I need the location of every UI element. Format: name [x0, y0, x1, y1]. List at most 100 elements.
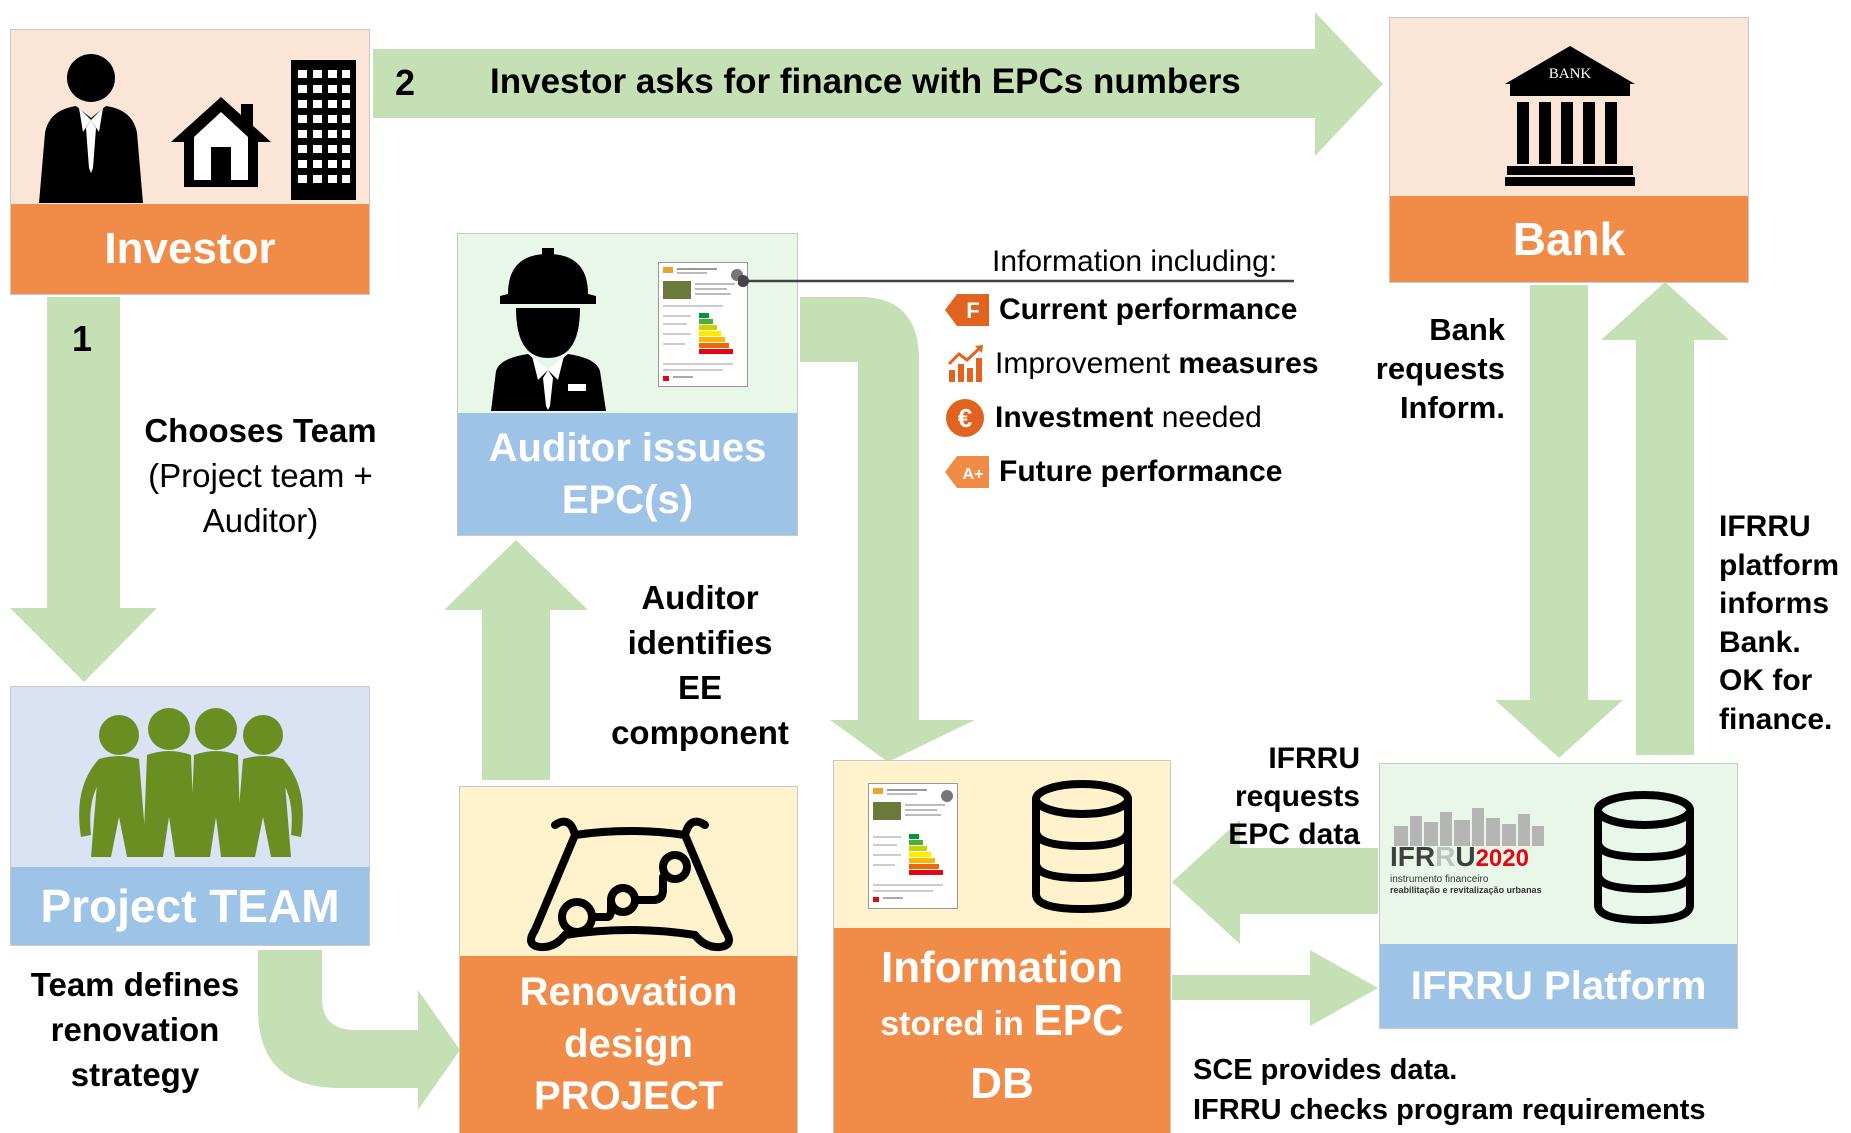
sce-provides-text: SCE provides data. IFRRU checks program …	[1193, 1050, 1705, 1130]
engineer-icon	[491, 248, 606, 411]
arrow-investor-to-bank	[373, 12, 1383, 156]
bank-box: BANK Bank	[1389, 17, 1749, 283]
rating-a-plus-icon: A+	[945, 456, 989, 488]
epc-certificate-icon	[658, 262, 748, 387]
step-1-number: 1	[72, 318, 93, 359]
ifrru-informs-line2: platform	[1719, 548, 1839, 582]
info-item-improvement: Improvement measures	[945, 344, 1319, 384]
ifrru-logo-year: 2020	[1475, 845, 1529, 872]
rating-f-icon: F	[945, 294, 989, 326]
arrow-auditor-to-epcdb	[800, 297, 975, 762]
auditor-identifies-line4: component	[611, 714, 789, 751]
renovation-label-line2: design	[564, 1022, 693, 1066]
info-item-3-bold: Future performance	[999, 455, 1283, 488]
chooses-team-sub2: Auditor)	[202, 502, 319, 539]
arrow-ifrru-to-epcdb	[1172, 820, 1378, 944]
svg-text:F: F	[966, 298, 979, 323]
info-item-current-performance: F Current performance	[945, 290, 1297, 330]
database-icon	[1032, 780, 1132, 914]
info-item-0-bold: Current performance	[999, 293, 1298, 326]
building-icon	[291, 60, 356, 200]
investor-box: Investor	[10, 29, 370, 295]
info-callout-line	[738, 275, 1294, 287]
bank-requests-line3: Inform.	[1399, 390, 1505, 425]
epc-db-label: Information stored in EPC DB	[834, 928, 1170, 1133]
chooses-team-sub1: (Project team +	[148, 457, 373, 494]
ifrru-informs-line6: finance.	[1719, 702, 1833, 736]
renovation-label: Renovation design PROJECT	[460, 956, 797, 1133]
auditor-identifies-line1: Auditor	[641, 579, 759, 616]
info-item-investment: € Investment needed	[945, 398, 1262, 438]
ifrru-requests-line1: IFRRU	[1268, 742, 1360, 775]
database-icon	[1594, 791, 1694, 925]
arrow-investor-to-team	[10, 297, 157, 682]
epc-db-label-line2b: EPC	[1033, 996, 1124, 1045]
info-item-1-normal: Improvement	[995, 347, 1179, 380]
blueprint-icon	[527, 817, 733, 952]
info-item-1-bold: measures	[1178, 347, 1319, 380]
team-icon	[79, 708, 303, 857]
renovation-label-line3: PROJECT	[534, 1074, 723, 1118]
ifrru-requests-line3: EPC data	[1228, 818, 1360, 851]
svg-text:A+: A+	[963, 466, 984, 483]
bank-sign: BANK	[1549, 66, 1592, 82]
ifrru-informs-line1: IFRRU	[1719, 510, 1811, 543]
auditor-label-line2: EPC(s)	[561, 478, 694, 522]
ifrru-logo-u: U	[1455, 841, 1476, 872]
city-skyline-icon	[1394, 808, 1544, 846]
ifrru-logo-line1: instrumento financeiro	[1390, 874, 1489, 885]
epc-db-label-line3: DB	[970, 1059, 1034, 1108]
auditor-identifies-line3: EE	[677, 669, 723, 706]
project-team-box: Project TEAM	[10, 686, 370, 946]
house-icon	[171, 97, 271, 187]
epc-db-label-line1: Information	[881, 943, 1123, 992]
investor-label: Investor	[11, 204, 369, 294]
auditor-box: Auditor issues EPC(s)	[457, 233, 798, 536]
renovation-box: Renovation design PROJECT	[459, 786, 798, 1133]
epc-db-box: Information stored in EPC DB	[833, 760, 1171, 1133]
investor-icons	[11, 30, 369, 206]
auditor-label: Auditor issues EPC(s)	[458, 413, 797, 535]
ifrru-logo-line2: reabilitação e revitalização urbanas	[1390, 885, 1542, 895]
ifrru-informs-text: IFRRU platform informs Bank. OK for fina…	[1719, 508, 1839, 739]
chooses-team-text: Chooses Team (Project team + Auditor)	[118, 408, 403, 543]
ifrru-logo-r: R	[1435, 841, 1456, 872]
team-defines-line1: Team defines	[30, 966, 240, 1003]
arrow-team-to-renovation	[258, 950, 460, 1110]
ifrru-informs-line3: informs	[1719, 587, 1830, 620]
sce-provides-line1: SCE provides data.	[1193, 1054, 1458, 1086]
auditor-label-line1: Auditor issues	[488, 426, 767, 470]
ifrru-logo: IFRRU2020 instrumento financeiro reabili…	[1390, 806, 1550, 896]
ifrru-informs-line4: Bank.	[1719, 625, 1801, 659]
bank-icon: BANK	[1505, 46, 1635, 186]
team-defines-line3: strategy	[70, 1056, 200, 1093]
ifrru-platform-box: IFRRU2020 instrumento financeiro reabili…	[1379, 763, 1738, 1029]
step-2-number: 2	[395, 62, 416, 103]
team-defines-text: Team defines renovation strategy	[10, 962, 260, 1097]
ifrru-platform-label: IFRRU Platform	[1380, 944, 1737, 1028]
info-item-2-normal: needed	[1153, 401, 1262, 434]
project-team-label: Project TEAM	[11, 867, 369, 945]
investor-asks-text: Investor asks for finance with EPCs numb…	[490, 62, 1241, 101]
arrow-ifrru-to-bank	[1601, 282, 1729, 755]
arrow-bank-to-ifrru	[1495, 285, 1623, 758]
team-defines-line2: renovation	[50, 1011, 220, 1048]
ifrru-logo-ifr: IFR	[1390, 841, 1436, 872]
ifrru-checks-line: IFRRU checks program requirements	[1193, 1094, 1706, 1126]
auditor-identifies-text: Auditor identifies EE component	[590, 575, 810, 755]
ifrru-informs-line5: OK for	[1719, 664, 1813, 697]
euro-icon: €	[946, 399, 984, 437]
arrow-renovation-to-auditor	[444, 540, 588, 780]
info-item-2-bold: Investment	[995, 401, 1154, 434]
arrow-epcdb-to-ifrru	[1172, 950, 1378, 1026]
bank-requests-line1: Bank	[1429, 312, 1505, 347]
bank-label: Bank	[1390, 196, 1748, 282]
chart-growth-icon	[947, 345, 983, 382]
chooses-team-title: Chooses Team	[144, 412, 377, 449]
svg-text:€: €	[958, 403, 972, 433]
epc-certificate-icon	[868, 783, 958, 909]
ifrru-requests-text: IFRRU requests EPC data	[1205, 740, 1360, 854]
ifrru-requests-line2: requests	[1234, 780, 1360, 813]
bank-requests-text: Bank requests Inform.	[1360, 310, 1505, 427]
